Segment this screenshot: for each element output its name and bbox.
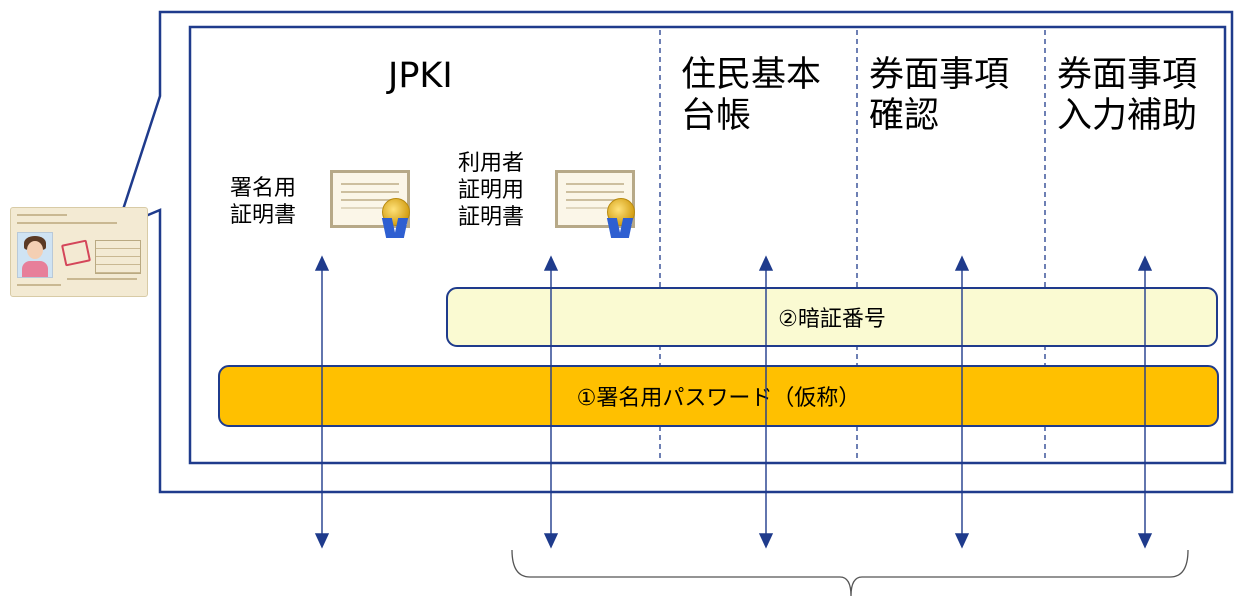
signature-certificate-label: 署名用 証明書 (230, 176, 297, 228)
card-photo (17, 232, 53, 278)
column-title-card-face-input: 券面事項 入力補助 (1057, 55, 1198, 136)
signature-certificate-icon (330, 170, 418, 242)
card-stamp (60, 239, 92, 267)
user-auth-certificate-icon (555, 170, 643, 242)
signature-password-bar: ①署名用パスワード（仮称） (218, 365, 1219, 427)
user-auth-certificate-label: 利用者 証明用 証明書 (458, 151, 525, 230)
pin-bar: ②暗証番号 (446, 287, 1218, 347)
column-title-resident-registry: 住民基本 台帳 (681, 55, 822, 136)
group-brace (511, 549, 1189, 597)
card-fields (95, 240, 141, 274)
column-title-card-face-confirm: 券面事項 確認 (869, 55, 1010, 136)
my-number-card-image (10, 207, 148, 297)
chip-frame (188, 25, 1227, 465)
column-title-jpki: JPKI (388, 56, 453, 96)
pin-bar-label: ②暗証番号 (778, 307, 886, 332)
signature-password-label: ①署名用パスワード（仮称） (576, 386, 861, 411)
